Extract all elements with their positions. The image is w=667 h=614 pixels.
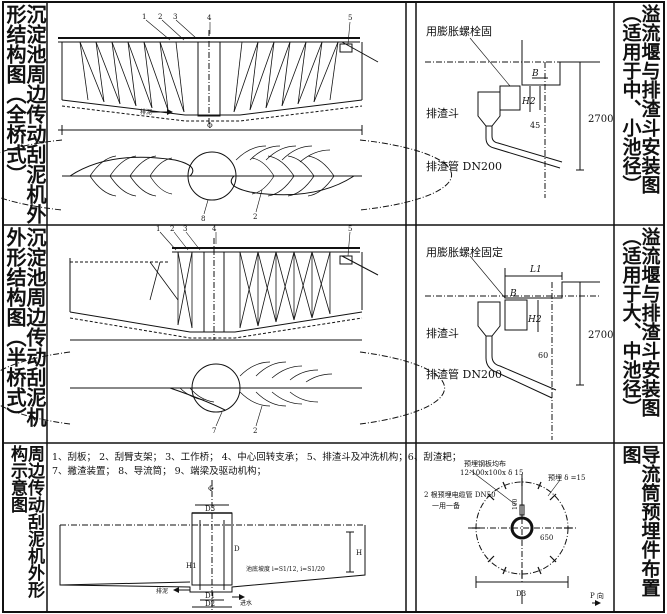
- title-guide-cylinder: 导流筒预埋件布置图: [616, 445, 663, 611]
- p2-leader-3: 3: [183, 225, 187, 233]
- p5-hopper: 排渣斗: [426, 326, 459, 340]
- title-weir-small-text: 溢流堰与排渣斗安装图（适用于中、小池径）: [619, 4, 661, 194]
- p1-leader-4: 4: [207, 14, 212, 22]
- parts-legend-line-1: 1、刮板； 2、刮臂支架； 3、工作桥； 4、中心回转支承； 5、排渣斗及冲洗机…: [52, 452, 462, 463]
- title-schematic: 周边传动刮泥机外形构示意图: [4, 445, 46, 611]
- parts-legend-line-2: 7、撇渣装置； 8、导流筒； 9、端梁及驱动机构；: [52, 466, 267, 477]
- schematic-section: [59, 480, 366, 610]
- title-guide-cylinder-text: 导流筒预埋件布置图: [619, 445, 661, 597]
- p3-h1: H1: [186, 562, 197, 570]
- title-weir-large-text: 溢流堰与排渣斗安装图（适用于大、中池径）: [619, 227, 661, 417]
- full-bridge-leaders: [145, 19, 351, 45]
- p4-bolt-note: 用膨胀螺栓固: [426, 24, 492, 38]
- p5-b: B: [509, 289, 517, 299]
- p3-drain: 排泥: [156, 587, 168, 595]
- p6-d650: 650: [540, 534, 553, 542]
- title-full-bridge: 沉淀池周边传动刮泥机外形结构图（全桥式）: [3, 4, 47, 224]
- p2-leader-1: 1: [156, 225, 160, 233]
- p6-note-4: 2 根预埋电缆管 DN50: [424, 490, 496, 499]
- half-bridge-leaders: [159, 231, 351, 257]
- p4-angle: 45: [530, 121, 540, 130]
- title-schematic-text: 周边传动刮泥机外形构示意图: [7, 445, 44, 598]
- title-full-bridge-text: 沉淀池周边传动刮泥机外形结构图（全桥式）: [3, 4, 47, 224]
- full-bridge-plan: [0, 139, 453, 215]
- p1-leader-2: 2: [158, 13, 162, 21]
- p2-leader-2: 2: [170, 225, 174, 233]
- p2-leader-4: 4: [212, 225, 217, 233]
- p2-leader-5: 5: [348, 225, 352, 233]
- p6-d100: 100: [512, 498, 519, 510]
- p1-drain-label: 排泥: [140, 108, 152, 116]
- p3-inflow: 进水: [240, 599, 252, 607]
- title-half-bridge: 沉淀池周边传动刮泥机外形结构图（半桥式）: [3, 227, 47, 442]
- p1-diameter-label: Φ: [207, 122, 213, 130]
- p6-note-3: 预埋 δ =15: [548, 473, 585, 482]
- weir-large-drawing: [425, 255, 600, 440]
- p3-d1: D1: [205, 592, 215, 600]
- p3-h: H: [356, 549, 362, 557]
- p6-note-1: 预埋钢板均布: [464, 459, 506, 468]
- p2-plan-leader-2: 2: [253, 427, 257, 435]
- p6-d3: D3: [516, 590, 526, 598]
- p1-leader-1: 1: [142, 13, 146, 21]
- p5-angle: 60: [538, 351, 548, 360]
- p3-slope: 池底坡度 i=S1/12, i=S1/20: [246, 565, 325, 573]
- p5-bolt-note: 用膨胀螺栓固定: [426, 245, 503, 259]
- half-bridge-elevation: [69, 238, 379, 341]
- p1-plan-leader-2: 2: [253, 213, 257, 221]
- p6-note-5: 一用一备: [432, 501, 460, 510]
- p5-l1: L1: [529, 265, 542, 275]
- p3-phi: Φ: [208, 485, 214, 493]
- title-half-bridge-text: 沉淀池周边传动刮泥机外形结构图（半桥式）: [3, 227, 47, 427]
- title-weir-small: 溢流堰与排渣斗安装图（适用于中、小池径）: [616, 4, 663, 224]
- p5-dim: 2700: [588, 330, 613, 341]
- p5-pipe: 排渣管 DN200: [426, 367, 502, 381]
- half-bridge-plan: [0, 351, 446, 427]
- p4-dim: 2700: [588, 114, 613, 125]
- p1-leader-5: 5: [348, 14, 352, 22]
- guide-cylinder-plan: [468, 469, 601, 606]
- title-weir-large: 溢流堰与排渣斗安装图（适用于大、中池径）: [616, 227, 663, 442]
- p4-pipe: 排渣管 DN200: [426, 159, 502, 173]
- p2-plan-leader-7: 7: [212, 427, 216, 435]
- p1-leader-3: 3: [173, 13, 177, 21]
- weir-small-drawing: [425, 37, 600, 198]
- p6-note-2: 12-100x100x δ 15: [460, 469, 523, 477]
- p4-hopper: 排渣斗: [426, 106, 459, 120]
- p3-d2: D2: [205, 600, 215, 608]
- p4-b: B: [531, 69, 539, 79]
- full-bridge-elevation: [58, 30, 379, 135]
- p5-h2: H2: [527, 315, 542, 325]
- p3-d: D: [234, 545, 240, 553]
- p1-plan-leader-8: 8: [201, 215, 205, 223]
- p4-h2: H2: [521, 97, 536, 107]
- p3-d3: D3: [205, 505, 215, 513]
- p6-p-view: P 向: [590, 591, 604, 600]
